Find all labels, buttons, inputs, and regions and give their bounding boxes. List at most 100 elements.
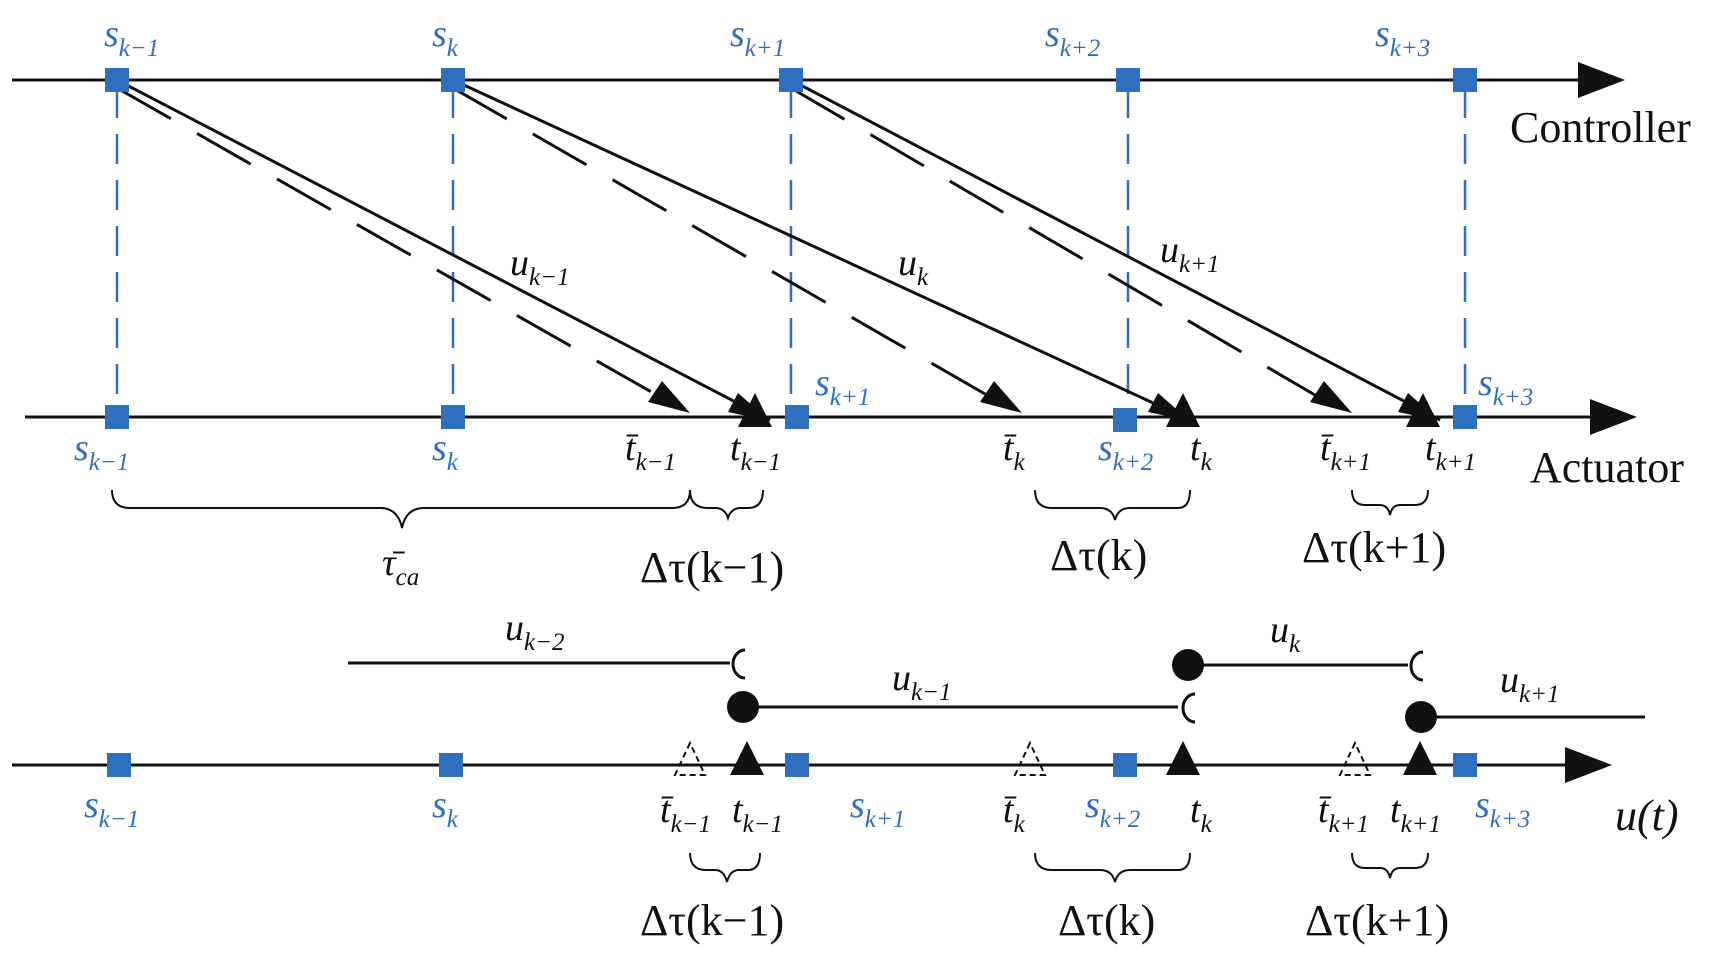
dashed-arrowhead-icon	[980, 381, 1022, 413]
svg-text:uk+1: uk+1	[1160, 229, 1219, 278]
nominal-triangle-icon	[1013, 740, 1047, 776]
svg-text:sk: sk	[432, 13, 459, 62]
closed-endpoint-icon	[1172, 649, 1204, 681]
arrival-triangle-icon	[738, 393, 772, 427]
output-label: u(t)	[1615, 791, 1679, 840]
arrival-triangle-icon	[1406, 393, 1440, 427]
brace-delta-k	[1034, 489, 1191, 521]
svg-text:tk: tk	[1190, 789, 1213, 838]
output-axis-arrow-icon	[1565, 747, 1612, 783]
transmission-arrows	[116, 78, 1441, 422]
output-time-labels: t̄k−1 tk−1 t̄k tk t̄k+1 tk+1	[660, 789, 1441, 838]
svg-text:tk−1: tk−1	[732, 789, 783, 838]
brace-out-delta-k	[1034, 852, 1191, 883]
actuator-label: Actuator	[1530, 443, 1684, 492]
svg-text:uk−2: uk−2	[505, 607, 564, 656]
actuator-axis-arrow-icon	[1590, 399, 1637, 435]
closed-endpoint-icon	[727, 691, 759, 723]
output-arrival-markers	[730, 741, 1437, 775]
output-delta-labels: Δτ(k−1) Δτ(k) Δτ(k+1)	[640, 896, 1449, 945]
svg-text:t̄k: t̄k	[1003, 427, 1026, 476]
arrival-triangle-icon	[1166, 741, 1200, 775]
svg-text:sk+3: sk+3	[1475, 784, 1530, 833]
svg-text:uk−1: uk−1	[510, 242, 569, 291]
controller-axis-arrow-icon	[1578, 62, 1625, 98]
actuator-sample-labels: sk−1 sk sk+1 sk+2 sk+3	[74, 362, 1533, 476]
brace-tau-ca	[111, 489, 691, 529]
svg-text:sk−1: sk−1	[104, 13, 159, 62]
nominal-arrow-heads	[648, 381, 1352, 413]
nominal-triangle-icon	[1338, 740, 1372, 776]
nominal-output-markers	[673, 740, 1372, 776]
dashed-arrowhead-icon	[1310, 381, 1352, 413]
svg-text:uk+1: uk+1	[1500, 659, 1559, 708]
arrival-triangle-icon	[1166, 393, 1200, 427]
svg-text:sk+2: sk+2	[1045, 13, 1100, 62]
dashed-arrowhead-icon	[648, 381, 690, 413]
svg-text:sk+1: sk+1	[850, 784, 905, 833]
svg-text:Δτ(k): Δτ(k)	[1058, 896, 1155, 945]
controller-sample-squares	[105, 68, 1477, 92]
held-control-signal	[348, 648, 1645, 724]
open-endpoint-icon	[1409, 650, 1424, 682]
svg-text:Δτ(k−1): Δτ(k−1)	[640, 896, 784, 945]
tau-ca-label: τ̄ca	[382, 542, 419, 591]
arrival-triangle-icon	[730, 741, 764, 775]
arrow-u-k-1	[116, 78, 771, 422]
actuator-time-labels: t̄k−1 tk−1 t̄k tk t̄k+1 tk+1	[625, 427, 1476, 476]
controller-label: Controller	[1510, 103, 1691, 152]
svg-text:sk−1: sk−1	[84, 784, 139, 833]
svg-text:t̄k−1: t̄k−1	[660, 789, 711, 838]
svg-text:uk−1: uk−1	[892, 657, 951, 706]
svg-text:t̄k−1: t̄k−1	[625, 427, 676, 476]
svg-text:Δτ(k+1): Δτ(k+1)	[1305, 896, 1449, 945]
open-endpoint-icon	[1181, 692, 1196, 724]
svg-text:Δτ(k): Δτ(k)	[1050, 531, 1147, 580]
svg-text:uk: uk	[1270, 609, 1301, 658]
svg-text:sk−1: sk−1	[74, 427, 129, 476]
nominal-triangle-icon	[673, 740, 707, 776]
svg-text:t̄k+1: t̄k+1	[1318, 789, 1369, 838]
svg-text:sk: sk	[432, 784, 459, 833]
svg-text:sk+1: sk+1	[730, 13, 785, 62]
output-sample-squares	[107, 753, 1477, 777]
svg-text:tk−1: tk−1	[730, 427, 781, 476]
closed-endpoint-icon	[1405, 701, 1437, 733]
signal-labels: uk−1 uk uk+1	[510, 229, 1219, 291]
nominal-arrows	[116, 86, 1321, 400]
brace-delta-k-1	[689, 489, 764, 522]
brace-delta-k+1	[1351, 489, 1429, 516]
svg-text:t̄k+1: t̄k+1	[1320, 427, 1371, 476]
output-sample-labels: sk−1 sk sk+1 sk+2 sk+3	[84, 784, 1530, 833]
svg-text:sk+2: sk+2	[1098, 427, 1153, 476]
arrow-u-k	[452, 78, 1191, 422]
held-signal-labels: uk−2 uk−1 uk uk+1	[505, 607, 1559, 708]
actuator-sample-squares	[105, 405, 1477, 432]
svg-text:Δτ(k+1): Δτ(k+1)	[1302, 523, 1446, 572]
sample-guides	[115, 88, 1467, 408]
svg-text:sk+2: sk+2	[1085, 784, 1140, 833]
actuator-delta-labels: Δτ(k−1) Δτ(k) Δτ(k+1)	[640, 523, 1446, 592]
svg-text:sk+3: sk+3	[1375, 13, 1430, 62]
output-braces	[689, 852, 1429, 883]
svg-text:tk: tk	[1190, 427, 1213, 476]
svg-text:sk+1: sk+1	[815, 362, 870, 411]
svg-text:tk+1: tk+1	[1425, 427, 1476, 476]
brace-out-delta-k+1	[1351, 852, 1429, 879]
svg-text:tk+1: tk+1	[1390, 789, 1441, 838]
svg-text:Δτ(k−1): Δτ(k−1)	[640, 543, 784, 592]
actuator-axis	[25, 399, 1637, 435]
svg-text:t̄k: t̄k	[1003, 789, 1026, 838]
arrow-u-k+1	[790, 78, 1441, 422]
svg-text:sk: sk	[432, 427, 459, 476]
arrival-triangle-icon	[1403, 741, 1437, 775]
open-endpoint-icon	[731, 648, 746, 680]
controller-axis	[12, 62, 1625, 98]
brace-out-delta-k-1	[689, 852, 761, 883]
closed-endpoints	[727, 649, 1437, 733]
controller-sample-labels: sk−1 sk sk+1 sk+2 sk+3	[104, 13, 1430, 62]
arrival-markers	[738, 393, 1440, 427]
actuator-braces	[111, 489, 1429, 529]
svg-text:uk: uk	[898, 242, 929, 291]
